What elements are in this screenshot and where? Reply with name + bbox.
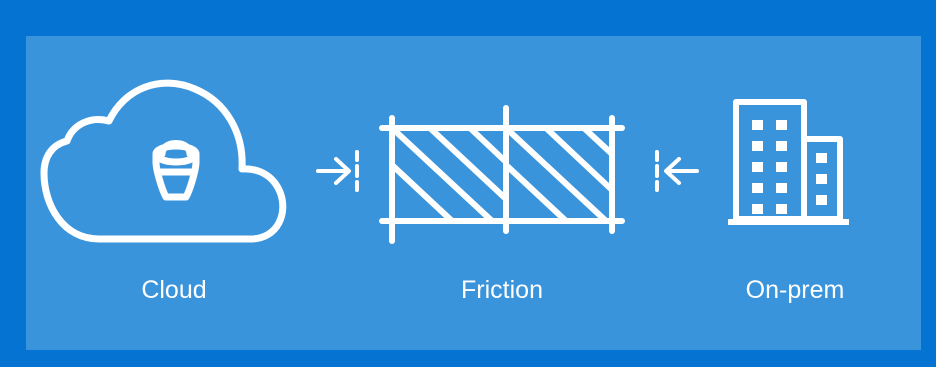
cloud-with-bucket-icon	[40, 79, 287, 243]
diagram-panel	[26, 36, 921, 350]
barricade-fence-icon	[379, 105, 625, 244]
cloud-label: Cloud	[141, 276, 207, 304]
arrow-right-to-barrier-icon	[316, 150, 359, 192]
office-buildings-icon	[728, 99, 849, 225]
friction-label: Friction	[461, 276, 543, 304]
arrow-left-to-barrier-icon	[655, 150, 699, 192]
onprem-label: On-prem	[745, 276, 845, 304]
